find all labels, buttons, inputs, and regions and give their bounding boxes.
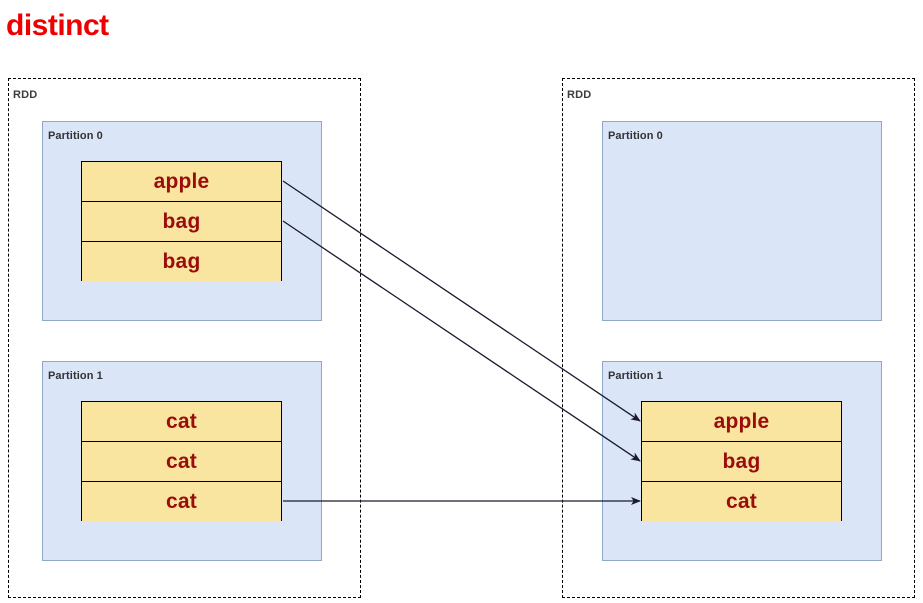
source-partition-0-records: apple bag bag (81, 161, 282, 282)
source-partition-0-label: Partition 0 (48, 130, 103, 142)
record-cell[interactable]: bag (82, 202, 281, 242)
result-rdd-label: RDD (567, 89, 592, 101)
result-partition-0-label: Partition 0 (608, 130, 663, 142)
result-partition-1-label: Partition 1 (608, 370, 663, 382)
page-title: distinct (6, 9, 109, 42)
source-rdd-label: RDD (13, 89, 38, 101)
record-cell[interactable]: cat (642, 482, 841, 522)
result-partition-0[interactable]: Partition 0 (602, 121, 882, 321)
record-cell[interactable]: apple (82, 162, 281, 202)
record-cell[interactable]: cat (82, 442, 281, 482)
record-cell[interactable]: cat (82, 482, 281, 522)
record-cell[interactable]: apple (642, 402, 841, 442)
record-cell[interactable]: cat (82, 402, 281, 442)
record-cell[interactable]: bag (82, 242, 281, 282)
source-partition-1-records: cat cat cat (81, 401, 282, 522)
source-partition-1-label: Partition 1 (48, 370, 103, 382)
result-partition-1-records: apple bag cat (641, 401, 842, 522)
record-cell[interactable]: bag (642, 442, 841, 482)
